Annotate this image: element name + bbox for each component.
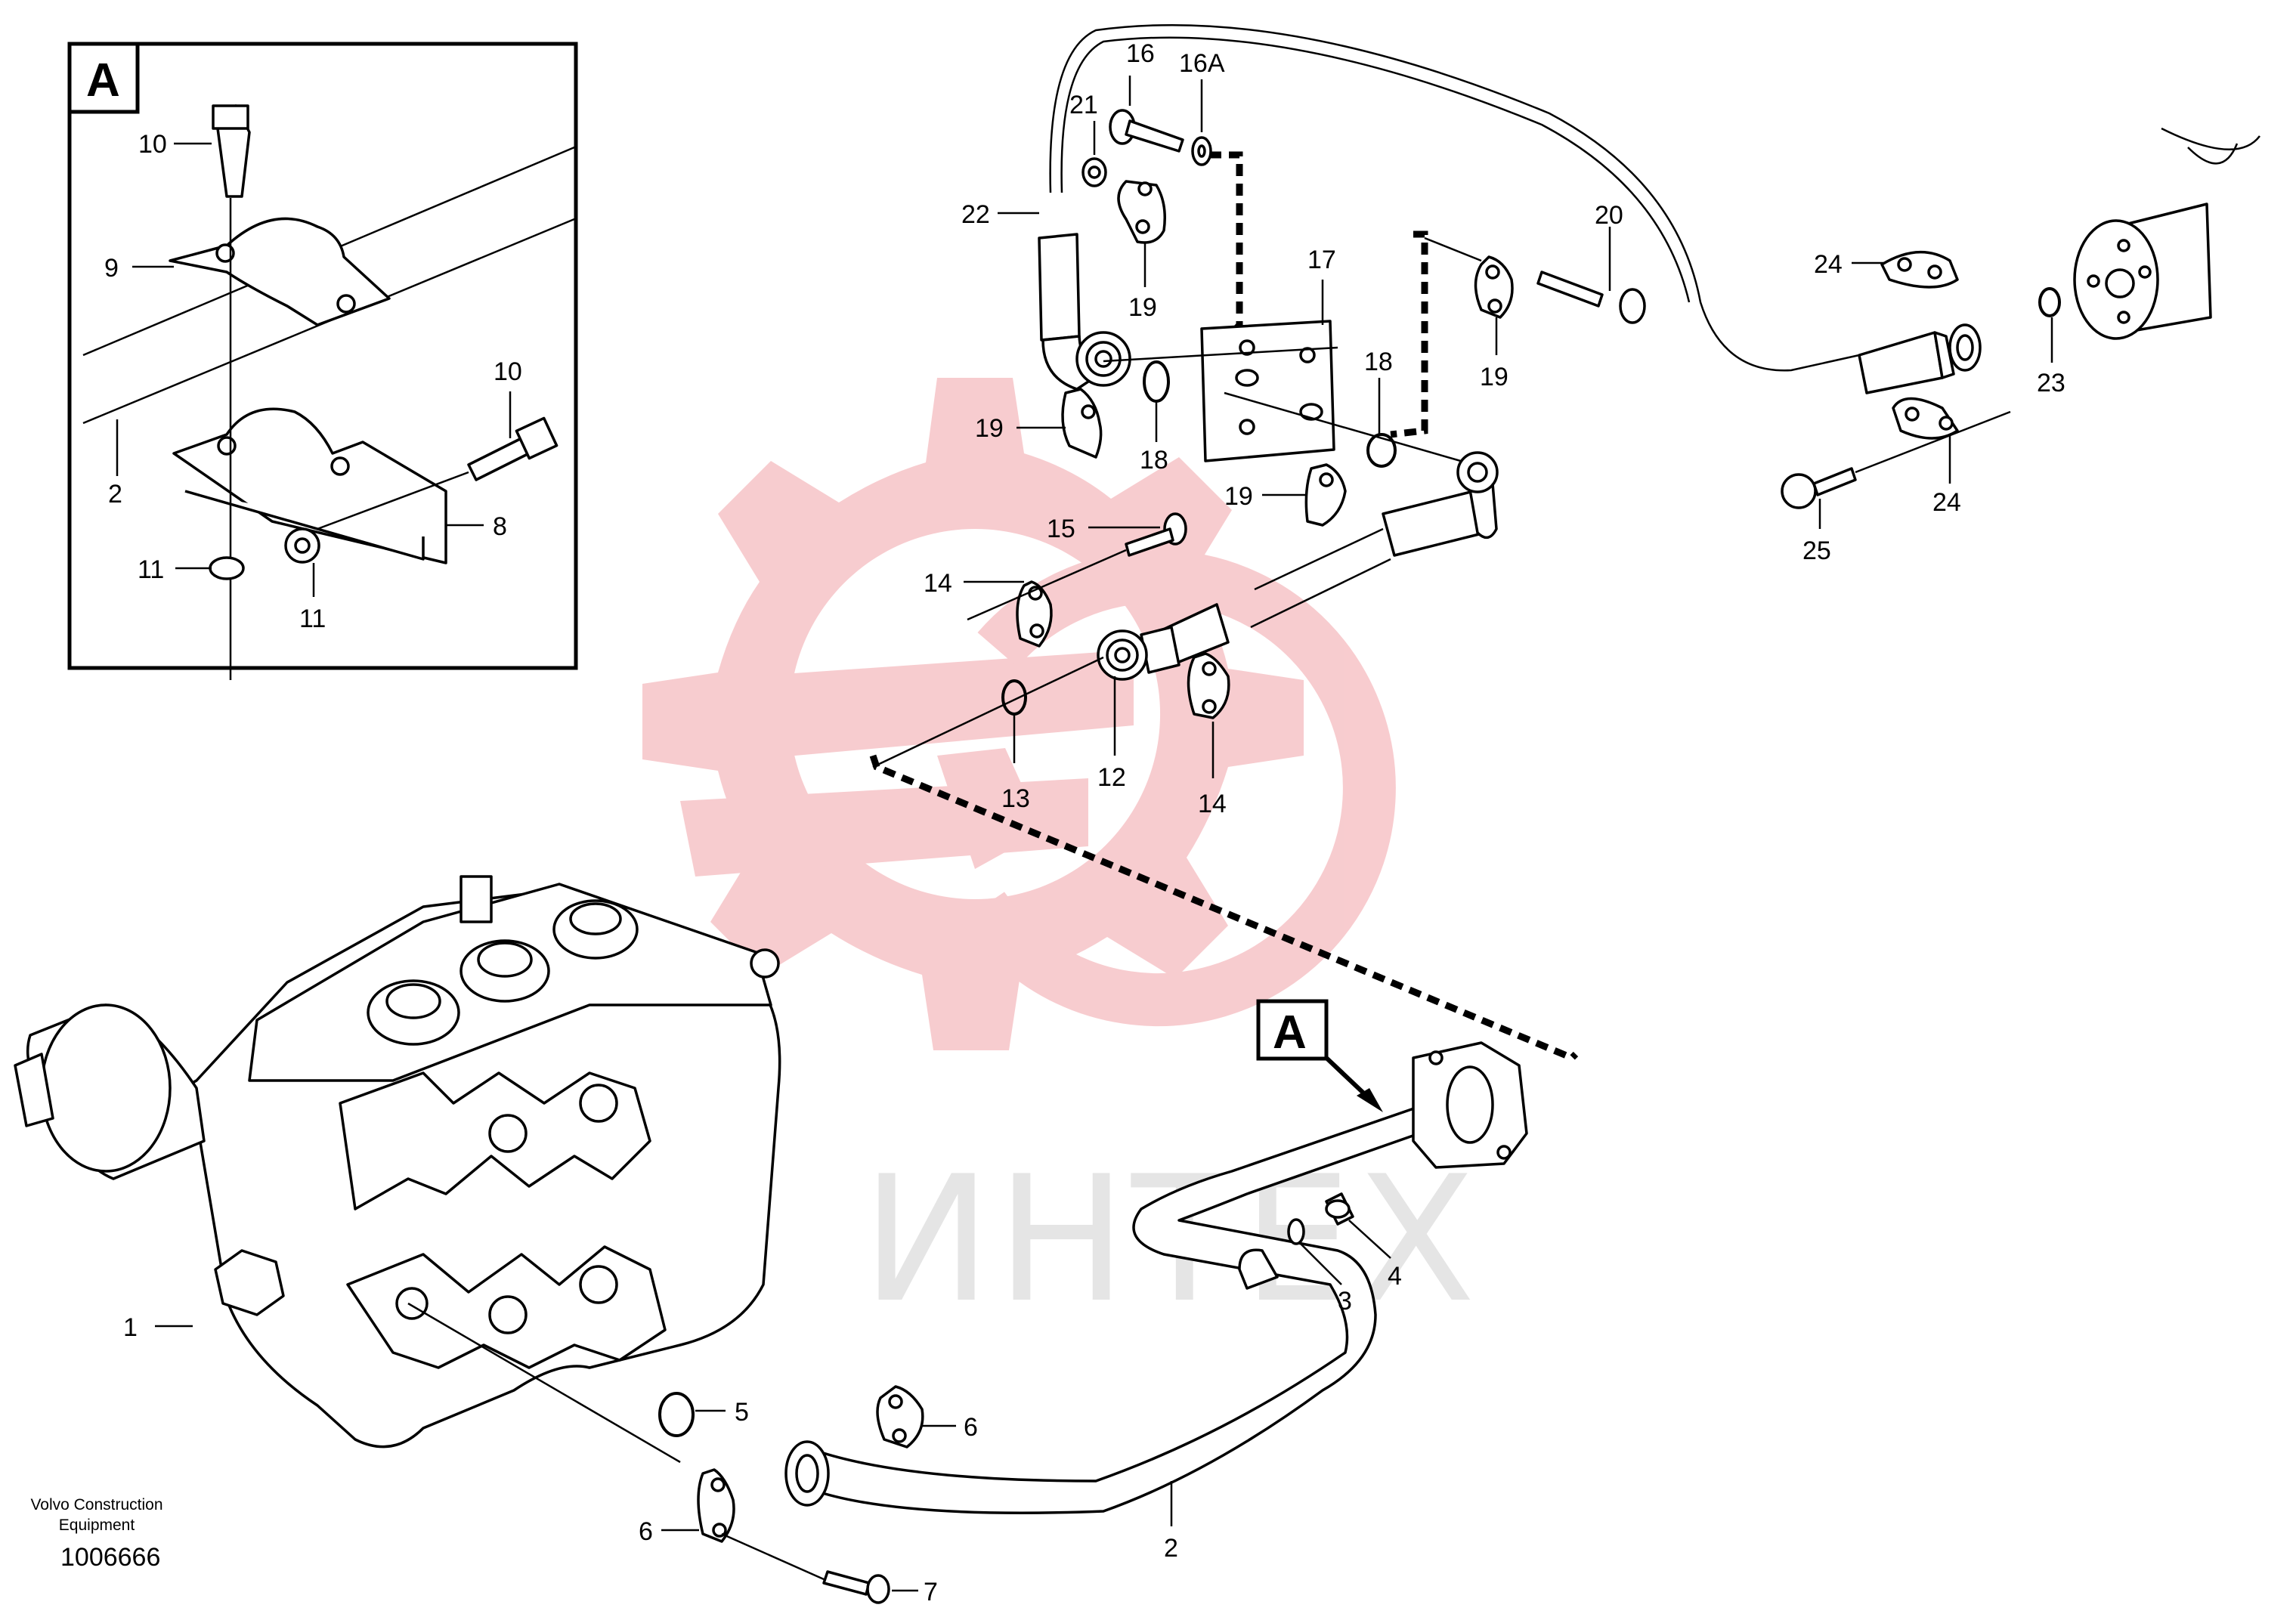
flange-12 (1097, 603, 1230, 756)
label-seal-3: 3 (1338, 1287, 1352, 1316)
label-oring-23: 23 (2037, 369, 2065, 397)
label-oring-5: 5 (735, 1398, 749, 1427)
clamp-19-mid (1304, 463, 1347, 527)
label-clamp-24-bottom: 24 (1932, 488, 1961, 517)
oring-13 (872, 656, 1104, 768)
oring-18-right (1366, 433, 1397, 468)
label-washer-16a: 16A (1179, 49, 1225, 78)
label-screw-25: 25 (1802, 536, 1831, 565)
assembly-line-20 (1390, 230, 1428, 438)
label-valve: 1 (123, 1313, 138, 1342)
pipe-middle (1250, 451, 1499, 629)
plug-4 (1325, 1192, 1354, 1226)
label-hose-22: 22 (961, 200, 990, 229)
part-labels: 16 16A 21 22 19 17 20 19 18 18 19 19 15 … (123, 39, 2065, 1606)
label-clamp-14-top: 14 (924, 569, 952, 598)
clamp-6-left (697, 1468, 735, 1543)
label-clamp-6-left: 6 (639, 1517, 653, 1546)
label-screw-16: 16 (1126, 39, 1155, 68)
label-oring-18-left: 18 (1140, 446, 1168, 475)
label-inset-bolt-side: 10 (494, 357, 522, 386)
label-screw-15: 15 (1047, 515, 1075, 543)
oring-23 (2038, 287, 2061, 317)
label-plate-17: 17 (1307, 246, 1336, 274)
pipe-2-main (784, 1041, 1528, 1514)
label-oring-13: 13 (1001, 784, 1030, 813)
inset-detail-a: A 10 9 10 2 8 11 (67, 42, 578, 680)
clamp-14-top (1016, 580, 1053, 648)
label-plug-4: 4 (1388, 1262, 1402, 1291)
label-inset-bracket: 8 (493, 512, 507, 541)
clamp-6-right (876, 1385, 924, 1449)
screw-20 (1424, 237, 1646, 324)
label-inset-pipe: 2 (108, 480, 122, 509)
pipe-right (1858, 323, 1982, 394)
callout-a-main: A (1256, 999, 1383, 1112)
label-clamp-19-left: 19 (975, 414, 1004, 443)
label-clamp-19-mid: 19 (1224, 482, 1253, 511)
inset-letter: A (86, 54, 120, 107)
label-screw-20: 20 (1595, 201, 1623, 230)
main-callout-letter: A (1273, 1006, 1307, 1059)
label-pipe-main: 2 (1164, 1534, 1178, 1563)
company-name-line1: Volvo Construction (30, 1496, 162, 1514)
label-inset-bolt-top: 10 (138, 130, 167, 159)
oring-5 (658, 1392, 695, 1437)
clamp-19-upper (1117, 180, 1166, 244)
label-flange-12: 12 (1097, 763, 1126, 792)
screw-7 (721, 1532, 890, 1604)
clamp-19-right (1474, 255, 1514, 319)
clamp-24-top (1880, 250, 1959, 289)
label-inset-nut-bottom: 11 (299, 604, 326, 633)
label-inset-clamp-upper: 9 (104, 254, 119, 283)
washer-16a (1191, 136, 1212, 166)
footer-block: Volvo Construction Equipment 1006666 (30, 1496, 162, 1572)
clamp-19-left (1061, 388, 1103, 459)
company-name-line2: Equipment (59, 1517, 135, 1534)
screw-16 (1109, 109, 1184, 153)
seal-3 (1287, 1218, 1305, 1245)
hose-line-top (1049, 23, 2260, 372)
clamp-24-bottom (1892, 397, 1959, 440)
hose-22-assembly (998, 212, 1131, 391)
screw-15 (967, 512, 1187, 621)
plate-17 (1103, 320, 1474, 466)
label-clamp-14-bottom: 14 (1198, 790, 1227, 818)
oring-18-left (1143, 360, 1170, 403)
label-nut-21: 21 (1069, 91, 1098, 119)
assembly-line-13 (869, 754, 1579, 1062)
label-clamp-6-right: 6 (964, 1413, 978, 1442)
clamp-14-bottom (1187, 652, 1230, 778)
control-valve-1 (14, 875, 781, 1464)
label-inset-nut-left: 11 (138, 555, 164, 584)
document-number: 1006666 (60, 1543, 160, 1572)
label-clamp-24-top: 24 (1814, 250, 1843, 279)
label-screw-7: 7 (924, 1578, 938, 1606)
label-clamp-19-right: 19 (1480, 363, 1508, 391)
screw-25 (1781, 410, 2011, 509)
label-clamp-19-upper: 19 (1128, 293, 1157, 322)
cylinder-head-right (2073, 203, 2212, 340)
nut-21 (1081, 157, 1107, 187)
label-oring-18-right: 18 (1364, 348, 1393, 376)
